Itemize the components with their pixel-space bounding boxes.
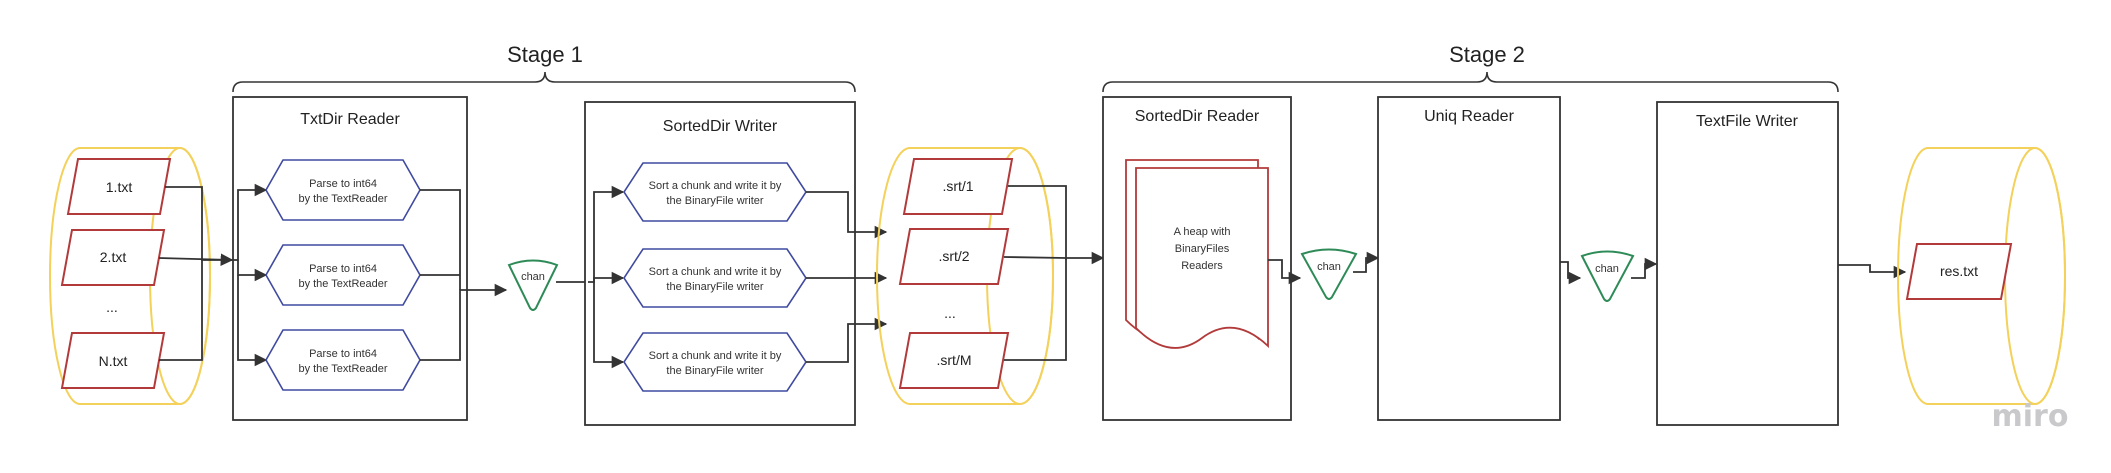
uniq-to-chan3 [1560,261,1582,285]
heap-label-line3: Readers [1181,260,1223,272]
writer-fanout [588,185,625,369]
txtdir-reader-fanin [420,189,508,361]
file-label: .srt/2 [938,248,969,264]
miro-watermark: miro [1992,399,2069,434]
sorteddir-writer-title: SortedDir Writer [663,118,778,135]
worker-label-line1: Sort a chunk and write it by [649,180,782,192]
file-2-txt: 2.txt [60,229,166,286]
sort-worker-3: Sort a chunk and write it by the BinaryF… [623,332,807,392]
stage-2-brace [1102,71,1839,93]
sorted-file-m: .srt/M [898,332,1010,389]
file-label: .srt/1 [942,178,973,194]
output-file-res-txt: res.txt [1905,243,2013,300]
stage-1-brace [232,71,856,93]
channel-3: chan [1580,250,1635,302]
worker-label-line2: the BinaryFile writer [666,195,764,207]
heap-label-line1: A heap with [1174,226,1231,238]
parse-worker-3: Parse to int64 by the TextReader [265,329,421,391]
txtdir-reader-title: TxtDir Reader [300,111,400,128]
input-connectors [158,186,234,361]
sorteddir-reader-title: SortedDir Reader [1135,108,1260,125]
worker-label-line2: by the TextReader [298,193,387,205]
worker-label-line1: Sort a chunk and write it by [649,266,782,278]
sort-worker-2: Sort a chunk and write it by the BinaryF… [623,248,807,308]
chan-label: chan [1317,261,1341,273]
heap-document-stack: A heap with BinaryFiles Readers [1125,159,1269,349]
uniq-reader-box: Uniq Reader [1377,96,1561,421]
worker-label-line2: by the TextReader [298,363,387,375]
worker-label-line1: Parse to int64 [309,178,377,190]
file-label: 1.txt [106,179,133,195]
heap-to-chan2 [1268,259,1302,285]
txtdir-reader-fanout [232,183,268,367]
channel-1: chan [507,259,559,311]
parse-worker-2: Parse to int64 by the TextReader [265,244,421,306]
channel-2: chan [1300,248,1358,300]
worker-label-line2: by the TextReader [298,278,387,290]
worker-label-line1: Sort a chunk and write it by [649,350,782,362]
textfile-writer-box: TextFile Writer [1656,101,1839,426]
worker-label-line1: Parse to int64 [309,348,377,360]
sort-worker-1: Sort a chunk and write it by the BinaryF… [623,162,807,222]
textfile-writer-title: TextFile Writer [1696,113,1799,130]
chan3-to-textfile-writer [1631,257,1658,279]
chan2-to-uniq [1353,251,1380,273]
file-label: res.txt [1940,263,1978,279]
writer-to-sorted-files [806,191,888,363]
input-files-ellipsis: ... [106,299,118,315]
sorted-files-ellipsis: ... [944,305,956,321]
parse-worker-1: Parse to int64 by the TextReader [265,159,421,221]
file-label: 2.txt [100,249,127,265]
sorted-file-1: .srt/1 [902,158,1014,215]
heap-label-line2: BinaryFiles [1175,243,1230,255]
writer-to-output [1838,264,1907,279]
worker-label-line2: the BinaryFile writer [666,365,764,377]
stage-1-label: Stage 1 [507,42,583,67]
sorted-files-connectors [1003,185,1105,361]
file-n-txt: N.txt [60,332,166,389]
file-label: .srt/M [937,352,972,368]
file-label: N.txt [99,353,128,369]
chan-label: chan [1595,263,1619,275]
sorted-file-2: .srt/2 [898,228,1010,285]
worker-label-line2: the BinaryFile writer [666,281,764,293]
uniq-reader-title: Uniq Reader [1424,108,1515,125]
stage-2-label: Stage 2 [1449,42,1525,67]
chan-label: chan [521,271,545,283]
worker-label-line1: Parse to int64 [309,263,377,275]
file-1-txt: 1.txt [66,158,172,215]
